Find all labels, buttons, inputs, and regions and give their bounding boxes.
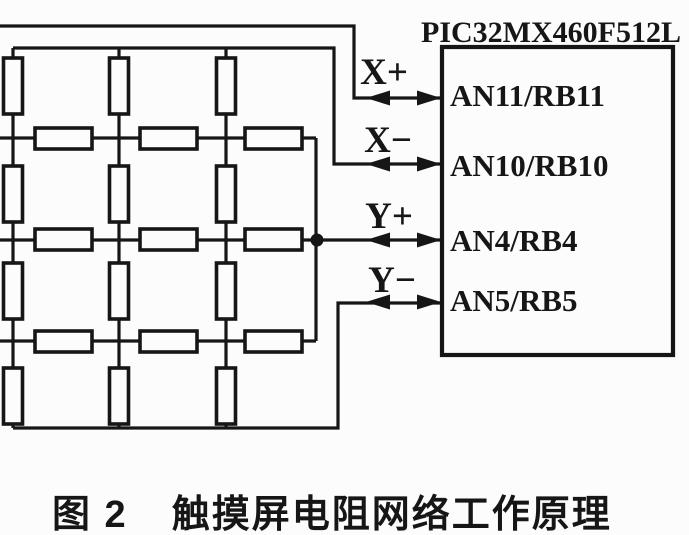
wire-x-plus — [0, 24, 441, 100]
vertical-resistor — [214, 366, 238, 426]
arrowhead-x-minus — [417, 156, 441, 172]
arrowhead-y-plus — [366, 232, 390, 248]
vertical-resistor — [1, 261, 25, 321]
figure-number: 图 2 — [52, 494, 128, 535]
label-y-plus: Y+ — [365, 196, 413, 237]
vertical-resistor — [1, 56, 25, 116]
pin-an4-rb4: AN4/RB4 — [450, 223, 577, 258]
arrowhead-y-minus — [366, 294, 390, 310]
vertical-resistor — [107, 261, 131, 321]
pin-an10-rb10: AN10/RB10 — [450, 148, 608, 183]
junction-dot — [310, 233, 324, 247]
horizontal-resistor — [33, 126, 94, 151]
vertical-resistor — [1, 366, 25, 426]
label-x-minus: X− — [364, 120, 412, 161]
vertical-resistor — [214, 164, 238, 224]
vertical-resistor — [107, 366, 131, 426]
horizontal-resistor — [243, 227, 304, 252]
circuit-schematic: PIC32MX460F512L AN11/RB11 AN10/RB10 AN4/… — [0, 16, 681, 430]
arrowhead-y-plus — [417, 232, 441, 248]
horizontal-resistor — [138, 126, 199, 151]
horizontal-resistor — [243, 126, 304, 151]
pin-an5-rb5: AN5/RB5 — [450, 283, 577, 318]
arrowhead-x-minus — [366, 156, 390, 172]
vertical-resistor — [107, 56, 131, 116]
label-x-plus: X+ — [360, 52, 408, 93]
horizontal-resistor — [33, 329, 94, 354]
vertical-resistor — [107, 164, 131, 224]
label-y-minus: Y− — [368, 260, 416, 301]
figure-caption: 图 2 触摸屏电阻网络工作原理 — [52, 483, 612, 535]
resistor-mesh — [1, 56, 304, 426]
vertical-resistor — [214, 56, 238, 116]
figure-caption-text: 触摸屏电阻网络工作原理 — [171, 494, 612, 535]
horizontal-resistor — [138, 227, 199, 252]
signal-arrows — [366, 90, 441, 310]
mcu-title: PIC32MX460F512L — [421, 16, 681, 49]
horizontal-resistor — [243, 329, 304, 354]
arrowhead-x-plus — [366, 90, 390, 106]
horizontal-resistor — [138, 329, 199, 354]
arrowhead-x-plus — [417, 90, 441, 106]
arrowhead-y-minus — [417, 294, 441, 310]
mcu-box — [439, 44, 676, 358]
vertical-resistor — [1, 164, 25, 224]
pin-an11-rb11: AN11/RB11 — [450, 78, 605, 113]
vertical-resistor — [214, 261, 238, 321]
horizontal-resistor — [33, 227, 94, 252]
